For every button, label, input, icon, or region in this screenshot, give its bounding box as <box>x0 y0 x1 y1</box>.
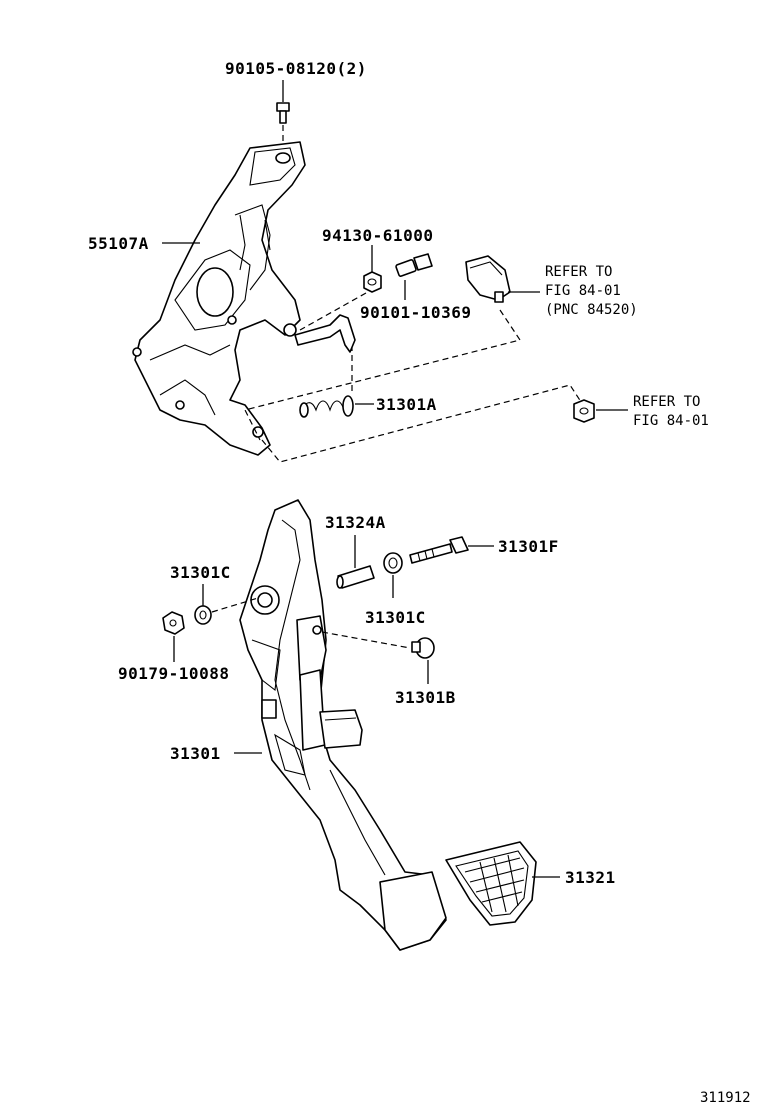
label-stopper-31301b: 31301B <box>395 688 456 707</box>
label-refer-nut-1: REFER TO <box>633 394 700 410</box>
guide-line-stopper <box>321 631 411 649</box>
label-collar-31324a: 31324A <box>325 513 386 532</box>
label-refer-switch-2: FIG 84-01 <box>545 283 621 299</box>
bolt-90105-08120[interactable] <box>276 80 290 150</box>
bushing-31301c-left[interactable] <box>194 584 212 625</box>
nut-90179-10088[interactable] <box>162 611 185 662</box>
stopper-31301b[interactable] <box>411 637 435 684</box>
label-bracket-55107a: 55107A <box>88 234 149 253</box>
nut-refer-fig-84-01[interactable] <box>573 399 628 423</box>
stop-lamp-switch[interactable] <box>465 255 540 303</box>
label-pedal-pad-31321: 31321 <box>565 868 616 887</box>
stop-lever <box>294 314 356 353</box>
nut-94130-61000[interactable] <box>363 245 382 293</box>
spring-31301a[interactable] <box>299 395 374 418</box>
pedal-arm-31301[interactable] <box>239 499 447 951</box>
collar-31324a[interactable] <box>336 535 375 589</box>
label-refer-switch-1: REFER TO <box>545 264 612 280</box>
label-nut-90179: 90179-10088 <box>118 664 229 683</box>
guide-line-nut-right <box>261 384 586 463</box>
pivot-bolt-31301f[interactable] <box>409 536 494 564</box>
label-refer-nut-2: FIG 84-01 <box>633 413 709 429</box>
pedal-bracket-plate <box>319 709 363 749</box>
pedal-pad-31321[interactable] <box>445 841 560 926</box>
guide-line-pivot <box>211 597 259 613</box>
label-refer-switch-3: (PNC 84520) <box>545 302 638 318</box>
bracket-55107a[interactable] <box>132 141 306 456</box>
label-nut-94130: 94130-61000 <box>322 226 433 245</box>
diagram-id: 311912 <box>700 1090 751 1106</box>
label-bolt-90101: 90101-10369 <box>360 303 471 322</box>
label-bushing-right: 31301C <box>365 608 426 627</box>
bushing-31301c-right[interactable] <box>383 552 403 598</box>
label-pivot-bolt-31301f: 31301F <box>498 537 559 556</box>
label-bushing-left: 31301C <box>170 563 231 582</box>
label-spring-31301a: 31301A <box>376 395 437 414</box>
label-bolt-90105-08120: 90105-08120(2) <box>225 59 367 78</box>
guide-line-nut <box>299 292 367 331</box>
bolt-90101-10369[interactable] <box>395 253 433 300</box>
label-pedal-31301: 31301 <box>170 744 221 763</box>
